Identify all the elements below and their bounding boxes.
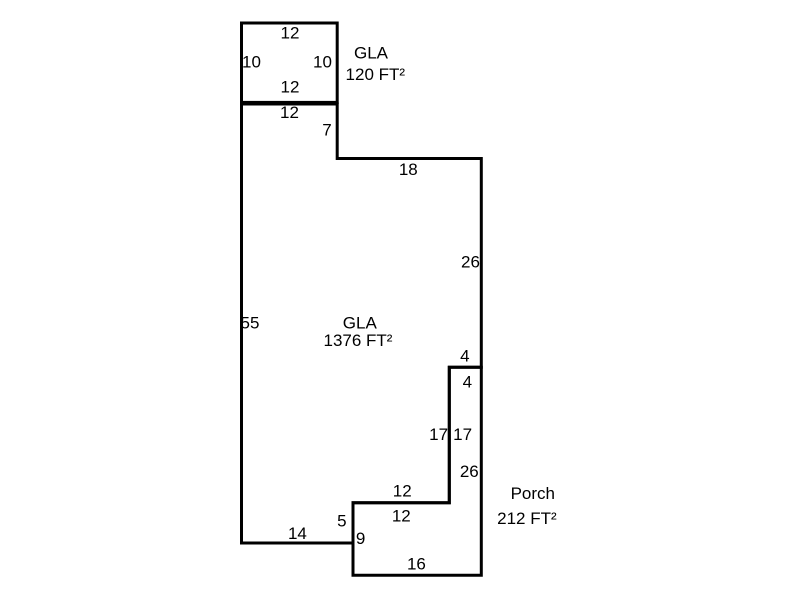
svg-text:16: 16 xyxy=(407,554,426,573)
svg-text:12: 12 xyxy=(281,24,300,43)
svg-text:12: 12 xyxy=(280,103,299,122)
svg-text:26: 26 xyxy=(461,253,480,272)
svg-text:55: 55 xyxy=(241,313,260,332)
svg-text:4: 4 xyxy=(460,347,469,366)
svg-text:GLA: GLA xyxy=(354,44,389,63)
svg-text:212 FT²: 212 FT² xyxy=(497,509,557,528)
svg-text:10: 10 xyxy=(313,52,332,71)
svg-text:12: 12 xyxy=(281,77,300,96)
svg-text:7: 7 xyxy=(322,121,331,140)
svg-text:18: 18 xyxy=(399,160,418,179)
svg-text:1376 FT²: 1376 FT² xyxy=(324,331,393,350)
svg-text:26: 26 xyxy=(460,462,479,481)
svg-text:4: 4 xyxy=(463,373,472,392)
svg-text:5: 5 xyxy=(337,512,346,531)
svg-text:GLA: GLA xyxy=(343,314,378,333)
svg-text:Porch: Porch xyxy=(511,484,555,503)
svg-text:12: 12 xyxy=(393,482,412,501)
svg-text:12: 12 xyxy=(392,507,411,526)
svg-text:17: 17 xyxy=(429,425,448,444)
svg-text:17: 17 xyxy=(453,425,472,444)
svg-text:14: 14 xyxy=(288,524,307,543)
svg-text:9: 9 xyxy=(356,529,365,548)
svg-text:10: 10 xyxy=(242,52,261,71)
svg-text:120 FT²: 120 FT² xyxy=(346,65,406,84)
